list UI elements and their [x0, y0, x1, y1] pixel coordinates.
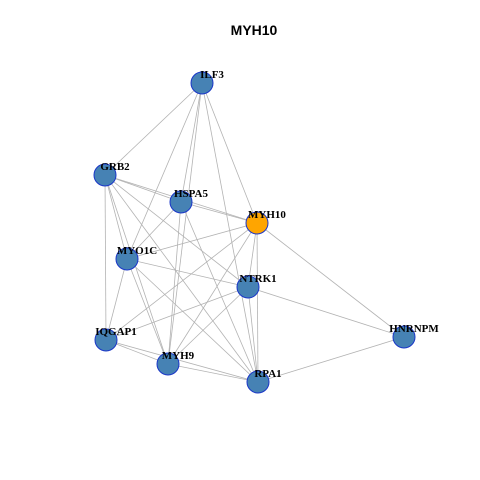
node-grb2[interactable]: GRB2: [93, 161, 130, 187]
node-iqgap1[interactable]: IQGAP1: [94, 326, 137, 352]
node-label-grb2: GRB2: [100, 161, 130, 173]
edge-myh10-myh9: [167, 222, 258, 365]
node-label-rpa1: RPA1: [254, 368, 281, 380]
node-circle-ilf3[interactable]: [190, 71, 214, 95]
edge-ilf3-myh9: [167, 82, 203, 365]
node-label-hnrnpm: HNRNPM: [389, 323, 439, 335]
edge-myh10-hnrnpm: [256, 222, 405, 338]
edge-grb2-myo1c: [104, 174, 128, 260]
node-circle-myo1c[interactable]: [115, 247, 139, 271]
node-circle-iqgap1[interactable]: [94, 328, 118, 352]
edge-myo1c-myh9: [126, 258, 169, 365]
node-ilf3[interactable]: ILF3: [190, 69, 224, 95]
node-circle-myh9[interactable]: [156, 352, 180, 376]
edge-ilf3-grb2: [104, 82, 203, 176]
edge-ntrk1-myh9: [167, 286, 249, 365]
edge-layer: [104, 82, 405, 383]
edge-ilf3-rpa1: [201, 82, 259, 383]
edge-hspa5-myo1c: [126, 201, 182, 260]
edge-myo1c-rpa1: [126, 258, 259, 383]
edge-myh9-rpa1: [167, 363, 259, 383]
edge-hspa5-rpa1: [180, 201, 259, 383]
node-myo1c[interactable]: MYO1C: [115, 245, 157, 271]
edge-myo1c-ntrk1: [126, 258, 249, 288]
edge-myh10-rpa1: [256, 222, 259, 383]
edge-grb2-iqgap1: [104, 174, 107, 341]
edge-grb2-myh9: [104, 174, 169, 365]
edge-ilf3-hspa5: [180, 82, 203, 203]
edge-myh10-myo1c: [126, 222, 258, 260]
edge-iqgap1-rpa1: [105, 339, 259, 383]
node-circle-myh10[interactable]: [245, 211, 269, 235]
node-circle-rpa1[interactable]: [246, 370, 270, 394]
node-circle-hnrnpm[interactable]: [392, 325, 416, 349]
node-hnrnpm[interactable]: HNRNPM: [389, 323, 439, 349]
node-label-myh9: MYH9: [162, 350, 195, 362]
node-circle-hspa5[interactable]: [169, 190, 193, 214]
edge-hnrnpm-rpa1: [257, 336, 405, 383]
node-label-ntrk1: NTRK1: [239, 273, 276, 285]
node-myh9[interactable]: MYH9: [156, 350, 195, 376]
edge-ilf3-myo1c: [126, 82, 203, 260]
edge-myo1c-iqgap1: [105, 258, 128, 341]
node-circle-ntrk1[interactable]: [236, 275, 260, 299]
edge-ntrk1-rpa1: [247, 286, 259, 383]
edge-grb2-ntrk1: [104, 174, 249, 288]
node-label-myh10: MYH10: [248, 209, 286, 221]
edge-hspa5-myh10: [180, 201, 258, 224]
node-label-iqgap1: IQGAP1: [95, 326, 137, 338]
node-ntrk1[interactable]: NTRK1: [236, 273, 277, 299]
edge-ntrk1-hnrnpm: [247, 286, 405, 338]
node-label-ilf3: ILF3: [200, 69, 224, 81]
edge-grb2-rpa1: [104, 174, 259, 383]
node-label-hspa5: HSPA5: [174, 188, 209, 200]
edge-grb2-hspa5: [104, 174, 182, 203]
node-circle-grb2[interactable]: [93, 163, 117, 187]
edge-ntrk1-iqgap1: [105, 286, 249, 341]
edge-myh10-iqgap1: [105, 222, 258, 341]
diagram-title: MYH10: [231, 22, 278, 38]
edge-hspa5-myh9: [167, 201, 182, 365]
edge-ilf3-myh10: [201, 82, 258, 224]
node-rpa1[interactable]: RPA1: [246, 368, 282, 394]
node-label-myo1c: MYO1C: [117, 245, 157, 257]
node-myh10[interactable]: MYH10: [245, 209, 286, 235]
node-hspa5[interactable]: HSPA5: [169, 188, 209, 214]
